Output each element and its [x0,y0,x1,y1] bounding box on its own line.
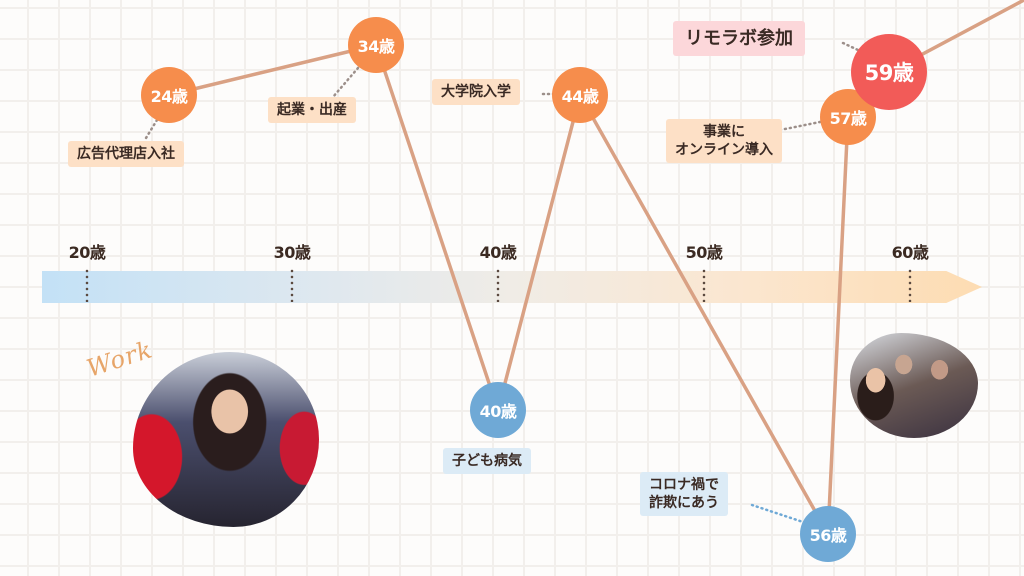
label-joined-remolab: リモラボ参加 [673,21,805,57]
tick-40: 40歳 [479,243,517,262]
label-online-business: 事業に オンライン導入 [666,119,782,164]
label-line: 詐欺にあう [649,495,719,512]
tick-mark-50 [702,268,706,302]
node-age-40: 40歳 [470,382,526,438]
tick-mark-60 [908,268,912,302]
label-covid-fraud: コロナ禍で 詐欺にあう [640,472,728,517]
node-age-59: 59歳 [851,34,927,110]
tick-60: 60歳 [891,243,929,262]
tick-50: 50歳 [685,243,723,262]
node-age-56: 56歳 [800,506,856,562]
label-line: コロナ禍で [649,477,719,493]
label-child-illness: 子ども病気 [443,448,531,475]
label-grad-school: 大学院入学 [432,79,520,106]
age-timeline-arrow [42,271,982,303]
tick-30: 30歳 [273,243,311,262]
work-photo [133,352,319,527]
node-age-24: 24歳 [141,67,197,123]
label-line: オンライン導入 [675,142,773,159]
tick-mark-20 [85,268,89,302]
label-joined-agency: 広告代理店入社 [68,141,184,168]
tick-mark-30 [290,268,294,302]
label-line: 事業に [703,124,745,140]
node-age-44: 44歳 [552,67,608,123]
tick-20: 20歳 [68,243,106,262]
tick-mark-40 [496,268,500,302]
label-founded-birth: 起業・出産 [268,97,356,124]
node-age-34: 34歳 [348,17,404,73]
group-photo [850,333,978,438]
